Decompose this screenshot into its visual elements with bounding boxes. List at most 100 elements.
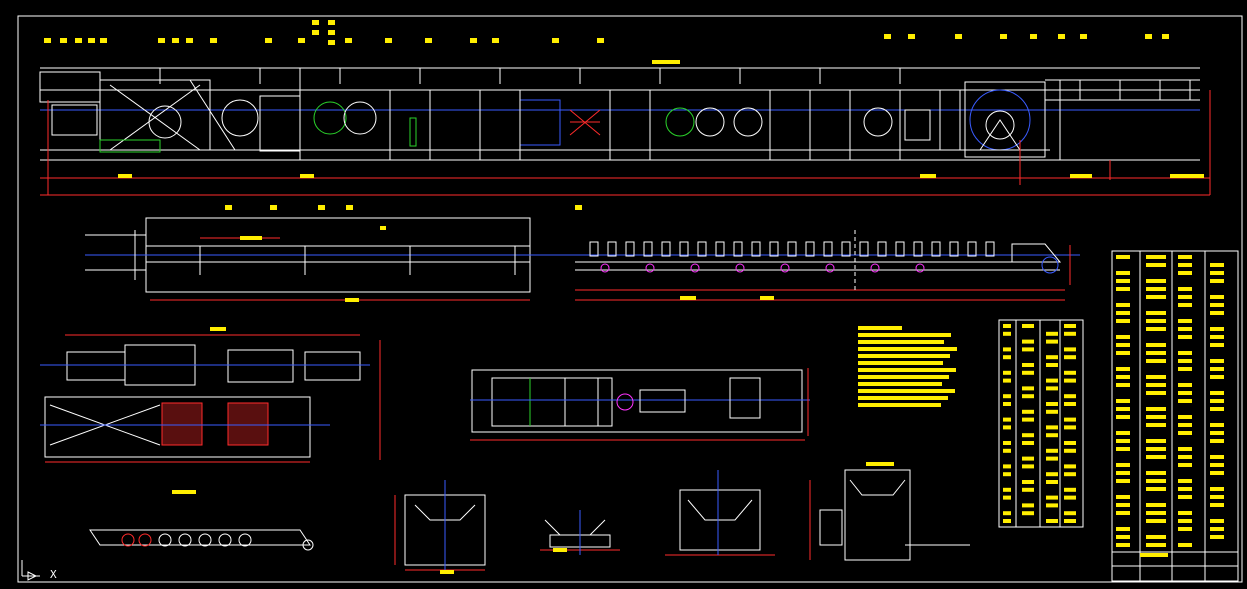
bom-table-entry [1210, 263, 1224, 267]
bom-table-entry [1210, 471, 1224, 475]
callout-tag [385, 38, 392, 43]
intermediate-frame-plan-view[interactable] [85, 217, 531, 301]
bom-table-entry [1178, 423, 1192, 427]
dimension-value-block [172, 490, 196, 494]
parts-table-entry [1046, 503, 1058, 508]
bom-table-entry [1116, 543, 1130, 547]
bom-table-entry [1116, 535, 1130, 539]
callout-tag [492, 38, 499, 43]
callout-tag [270, 205, 277, 210]
parts-table-entry [1046, 519, 1058, 523]
bom-table-entry [1210, 519, 1224, 523]
callout-tag [552, 38, 559, 43]
tail-section-side-view[interactable] [530, 230, 1080, 301]
bom-table-entry [1210, 503, 1224, 507]
callout-tag [60, 38, 67, 43]
callout-tag [265, 38, 272, 43]
callout-tags-layer [44, 20, 1224, 574]
parts-table-entry [1064, 347, 1076, 352]
callout-tag [345, 38, 352, 43]
callout-tag [328, 30, 335, 35]
parts-table-entry [1046, 448, 1058, 453]
bom-table-entry [1146, 487, 1166, 491]
drive-pulley-section-d[interactable] [809, 469, 970, 561]
bom-table-entry [1178, 495, 1192, 499]
parts-table-entry [1003, 487, 1011, 492]
callout-tag [172, 38, 179, 43]
parts-table-entry [1003, 331, 1011, 336]
bom-table-entry [1178, 479, 1192, 483]
bom-table-entry [1146, 503, 1166, 507]
belt-routing-sketch[interactable] [89, 529, 314, 551]
parts-table-entry [1064, 324, 1076, 328]
parts-table-entry [1064, 472, 1076, 477]
bom-table-entry [1178, 271, 1192, 275]
technical-notes-line [858, 340, 944, 344]
main-conveyor-elevation-view[interactable] [39, 67, 1211, 196]
parts-table-entry [1022, 433, 1034, 438]
parts-table-entry [1022, 347, 1034, 352]
transition-idler-section-c[interactable] [665, 470, 775, 556]
parts-table-entry [1046, 363, 1058, 367]
callout-tag [1000, 34, 1007, 39]
callout-tag [312, 20, 319, 25]
bom-table-entry [1178, 359, 1192, 363]
drive-unit-plan-view[interactable] [40, 334, 381, 463]
parts-table-entry [1003, 519, 1011, 523]
parts-table-entry [1064, 441, 1076, 445]
callout-tag [88, 38, 95, 43]
bom-table-entry [1116, 255, 1130, 259]
parts-table-entry [1046, 409, 1058, 414]
parts-table-entry [1064, 425, 1076, 430]
callout-tag [1058, 34, 1065, 39]
return-idler-section-b[interactable] [540, 510, 620, 555]
technical-notes-line [858, 347, 957, 351]
bom-table-entry [1146, 319, 1166, 323]
bom-table-entry [1210, 535, 1224, 539]
bom-table-entry [1178, 383, 1192, 387]
dimension-value-block [553, 548, 567, 552]
callout-tag [225, 205, 232, 210]
carrying-idler-section-a[interactable] [394, 480, 486, 571]
bom-table-entry [1146, 519, 1166, 523]
parts-table-entry [1046, 480, 1058, 484]
technical-notes-line [858, 375, 949, 379]
callout-tag [328, 20, 335, 25]
bom-table-entry [1116, 271, 1130, 275]
parts-table-entry [1064, 519, 1076, 523]
callout-tag [328, 40, 335, 45]
bom-table-entry [1210, 399, 1224, 403]
dimension-value-block [652, 60, 680, 64]
dimension-value-block [866, 462, 894, 466]
bom-table-entry [1210, 271, 1224, 275]
callout-tag [346, 205, 353, 210]
parts-table-entry [1046, 331, 1058, 336]
parts-table-entry [1064, 331, 1076, 336]
bom-table-entry [1146, 287, 1166, 291]
bom-table-entry [1178, 519, 1192, 523]
bom-table-entry [1210, 407, 1224, 411]
parts-table-entry [1003, 370, 1011, 375]
callout-tag [425, 38, 432, 43]
bom-table-entry [1178, 255, 1192, 259]
bom-table-entry [1178, 455, 1192, 459]
loading-section-plan-view[interactable] [470, 368, 810, 441]
bom-table-entry [1178, 543, 1192, 547]
bom-table-entry [1116, 431, 1130, 435]
callout-tag [470, 38, 477, 43]
dimension-value-block [1070, 174, 1092, 178]
parts-table-entry [1046, 433, 1058, 438]
parts-table-entry [1022, 441, 1034, 445]
parts-table-entry [1003, 495, 1011, 500]
parts-table-entry [1046, 339, 1058, 344]
bom-table-entry [1178, 367, 1192, 371]
parts-table-entry [1064, 370, 1076, 375]
bom-table-entry [1178, 319, 1192, 323]
parts-table-entry [1022, 370, 1034, 375]
parts-table-entry [1064, 464, 1076, 469]
bom-table-entry [1178, 447, 1192, 451]
bom-table-entry [1210, 423, 1224, 427]
dimension-value-block [760, 296, 774, 300]
ucs-icon [21, 560, 40, 581]
